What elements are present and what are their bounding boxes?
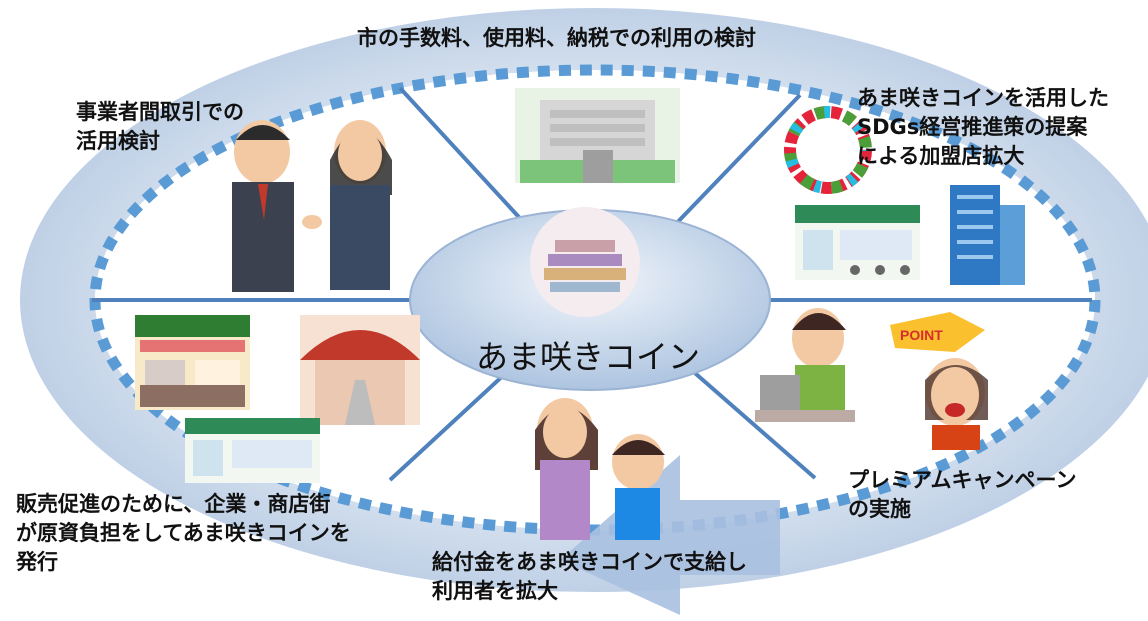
shop-illustration [135, 315, 250, 410]
city-hall-illustration [515, 88, 680, 183]
label-top: 市の手数料、使用料、納税での利用の検討 [357, 24, 756, 53]
svg-text:POINT: POINT [900, 327, 943, 343]
label-line: あま咲きコインを活用した [857, 86, 1109, 110]
coins-illustration [530, 207, 640, 317]
label-line: 事業者間取引での [76, 100, 244, 124]
point-customer-illustration: POINT [890, 312, 988, 450]
label-line: SDGs経営推進策の提案 [857, 115, 1088, 139]
label-line: 給付金をあま咲きコインで支給し [432, 550, 747, 574]
label-top-left: 事業者間取引での 活用検討 [76, 98, 244, 156]
label-line: プレミアムキャンペーン [848, 468, 1077, 492]
label-line: が原資負担をしてあま咲きコインを [16, 521, 351, 545]
label-line: 活用検討 [76, 129, 160, 153]
label-line: による加盟店拡大 [857, 144, 1025, 168]
supermarket-illustration [795, 205, 920, 280]
label-line: の実施 [848, 497, 911, 521]
office-building-illustration [950, 185, 1025, 285]
label-right: プレミアムキャンペーン の実施 [848, 466, 1076, 524]
sdgs-wheel-illustration [784, 106, 872, 194]
label-bottom-left: 販売促進のために、企業・商店街 が原資負担をしてあま咲きコインを 発行 [16, 490, 351, 577]
label-line: 利用者を拡大 [432, 579, 558, 603]
label-bottom: 給付金をあま咲きコインで支給し 利用者を拡大 [432, 548, 747, 606]
label-line: 販売促進のために、企業・商店街 [16, 492, 331, 516]
supermarket-illustration-2 [185, 418, 320, 483]
label-line: 発行 [16, 550, 58, 574]
cashier-illustration [755, 308, 855, 422]
label-top-line: 市の手数料、使用料、納税での利用の検討 [357, 26, 756, 50]
center-label: あま咲きコイン [475, 338, 700, 376]
label-top-right: あま咲きコインを活用した SDGs経営推進策の提案 による加盟店拡大 [857, 84, 1109, 171]
shopping-arcade-illustration [300, 315, 420, 425]
flow-arrow [560, 455, 780, 615]
handshake-illustration [232, 120, 392, 292]
mother-child-illustration [535, 398, 665, 540]
